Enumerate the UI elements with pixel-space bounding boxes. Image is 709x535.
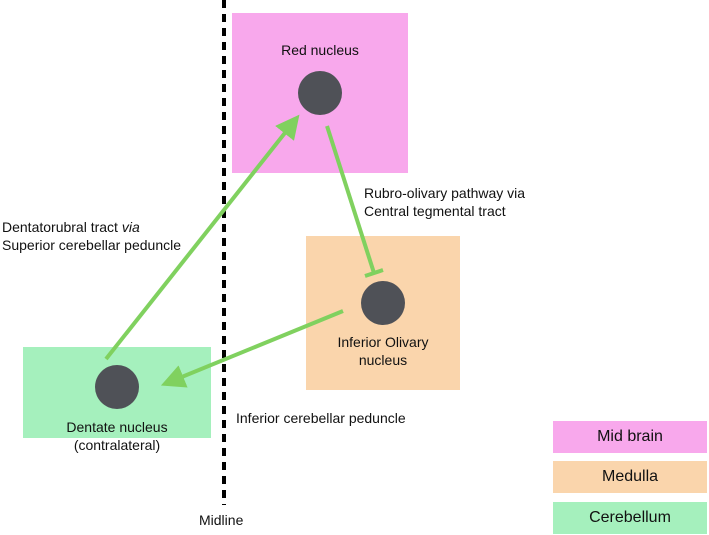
dentatorubral-line2: Superior cerebellar peduncle	[2, 237, 181, 253]
dentate-nucleus-label: Dentate nucleus (contralateral)	[66, 419, 168, 453]
inferior-peduncle-arrow	[160, 309, 344, 388]
dentatorubral-arrow	[104, 114, 300, 361]
olivary-nucleus-label: Inferior Olivary nucleus	[337, 334, 429, 368]
dentatorubral-line1: Dentatorubral tract	[2, 219, 122, 235]
dentate-nucleus-node	[95, 365, 139, 409]
midline-label: Midline	[199, 512, 244, 528]
rubro-olivary-label: Rubro-olivary pathway via Central tegmen…	[364, 185, 526, 219]
legend-cerebellum: Cerebellum	[553, 502, 707, 534]
legend-midbrain: Mid brain	[553, 421, 707, 453]
rubro-olivary-bar	[364, 268, 384, 278]
dentatorubral-via: via	[121, 219, 140, 235]
olivary-nucleus-node	[361, 281, 405, 325]
legend-medulla: Medulla	[553, 461, 707, 493]
red-nucleus-node	[298, 71, 342, 115]
rubro-olivary-line	[325, 125, 376, 274]
red-nucleus-label: Red nucleus	[281, 42, 359, 58]
dentatorubral-label: Dentatorubral tract via Superior cerebel…	[2, 218, 217, 254]
inferior-peduncle-label: Inferior cerebellar peduncle	[236, 410, 406, 426]
